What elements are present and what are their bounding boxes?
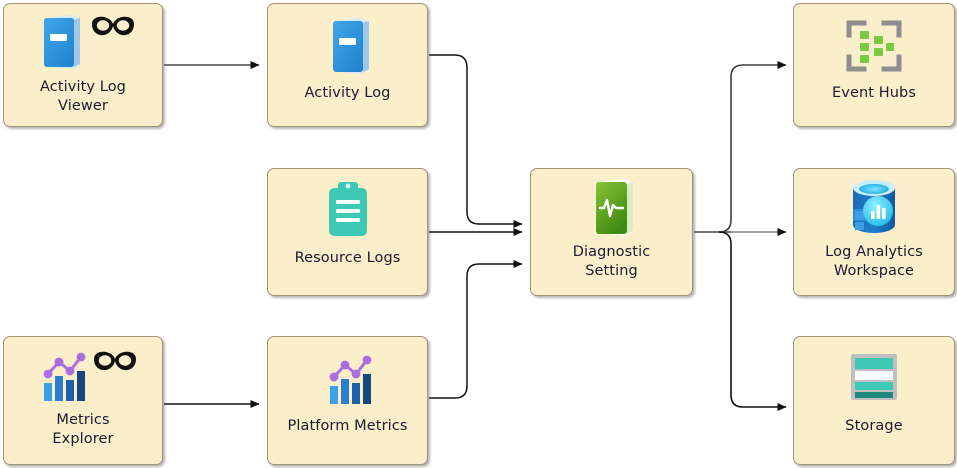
glasses-decoration xyxy=(92,16,134,36)
node-activity-log-viewer[interactable]: Activity Log Viewer xyxy=(3,3,163,127)
metrics-chart-with-glasses-icon xyxy=(4,341,162,411)
event-hubs-icon xyxy=(794,8,954,84)
node-label: Metrics Explorer xyxy=(52,412,114,447)
teal-clipboard-icon xyxy=(268,173,427,249)
blue-book-with-glasses-icon xyxy=(4,8,162,78)
node-resource-logs[interactable]: Resource Logs xyxy=(267,168,428,296)
green-book-pulse-icon xyxy=(531,173,692,243)
node-label: Diagnostic Setting xyxy=(572,244,651,279)
glasses-decoration xyxy=(93,351,136,371)
edge-diagnostic-setting-to-storage xyxy=(718,231,787,411)
node-label: Log Analytics Workspace xyxy=(825,244,923,279)
edge-diagnostic-setting-to-event-hubs xyxy=(718,61,787,233)
node-label: Activity Log xyxy=(304,85,391,101)
node-metrics-explorer[interactable]: Metrics Explorer xyxy=(3,336,163,465)
storage-account-icon xyxy=(794,341,954,417)
bars xyxy=(43,371,85,401)
edge-platform-metrics-to-diagnostic-setting xyxy=(429,260,523,399)
trend-line xyxy=(43,352,85,379)
node-storage[interactable]: Storage xyxy=(793,336,955,465)
node-label: Platform Metrics xyxy=(287,418,408,434)
node-log-analytics-workspace[interactable]: Log Analytics Workspace xyxy=(793,168,955,296)
node-label: Resource Logs xyxy=(294,250,401,266)
log-analytics-cylinder-icon xyxy=(794,173,954,243)
blue-book-icon xyxy=(268,8,427,84)
metrics-chart-icon xyxy=(268,341,427,417)
bars xyxy=(329,374,371,404)
edge-activity-log-to-diagnostic-setting xyxy=(429,54,523,228)
node-label: Event Hubs xyxy=(832,85,916,101)
node-event-hubs[interactable]: Event Hubs xyxy=(793,3,955,127)
node-platform-metrics[interactable]: Platform Metrics xyxy=(267,336,428,465)
node-activity-log[interactable]: Activity Log xyxy=(267,3,428,127)
node-label: Activity Log Viewer xyxy=(40,79,126,114)
node-diagnostic-setting[interactable]: Diagnostic Setting xyxy=(530,168,693,296)
node-label: Storage xyxy=(845,418,903,434)
trend-line xyxy=(329,355,371,382)
